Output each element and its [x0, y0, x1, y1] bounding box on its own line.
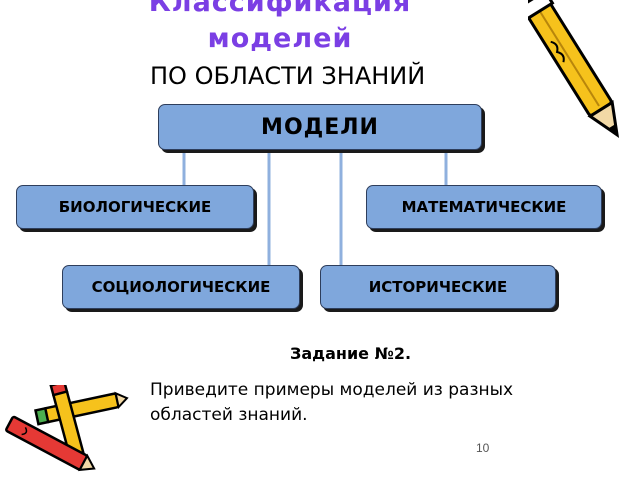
task-heading: Задание №2.: [290, 344, 412, 363]
historical-node: ИСТОРИЧЕСКИЕ: [320, 265, 556, 309]
page-number: 10: [476, 441, 490, 455]
slide-subtitle: ПО ОБЛАСТИ ЗНАНИЙ: [150, 62, 426, 90]
sociological-node: СОЦИОЛОГИЧЕСКИЕ: [62, 265, 300, 309]
slide-title-line2: моделей: [207, 23, 353, 54]
biological-node: БИОЛОГИЧЕСКИЕ: [16, 185, 254, 229]
pencils-cluster-icon: [5, 385, 129, 472]
task-text: Приведите примеры моделей из разных обла…: [150, 380, 514, 425]
slide-title-line1: Классификация: [148, 0, 412, 18]
models-root-node: МОДЕЛИ: [158, 104, 482, 150]
pencil-icon: [528, 0, 620, 139]
mathematical-node: МАТЕМАТИЧЕСКИЕ: [366, 185, 602, 229]
